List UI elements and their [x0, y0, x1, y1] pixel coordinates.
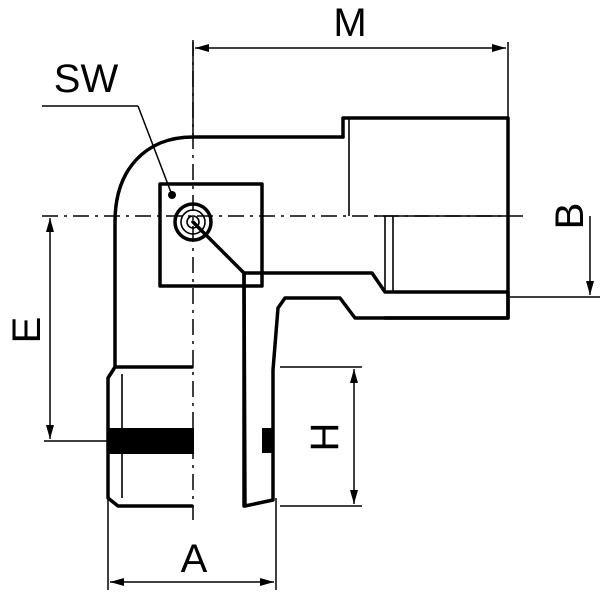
label-b: B	[548, 203, 592, 230]
label-m: M	[333, 1, 366, 45]
dimension-h: H	[280, 366, 362, 507]
dimension-b: B	[510, 203, 600, 298]
label-sw: SW	[54, 57, 119, 101]
dimension-e: E	[5, 218, 108, 442]
hatched-section	[242, 271, 510, 508]
label-a: A	[181, 537, 208, 581]
o-ring-seal	[262, 428, 274, 453]
dimension-sw: SW	[42, 57, 173, 196]
label-h: H	[303, 423, 347, 452]
seal-band	[108, 428, 194, 454]
dimension-a: A	[107, 498, 277, 590]
dimension-m: M	[192, 1, 509, 137]
wrench-flat-sw	[158, 182, 264, 288]
label-e: E	[5, 317, 49, 344]
bore-edge	[191, 220, 246, 508]
